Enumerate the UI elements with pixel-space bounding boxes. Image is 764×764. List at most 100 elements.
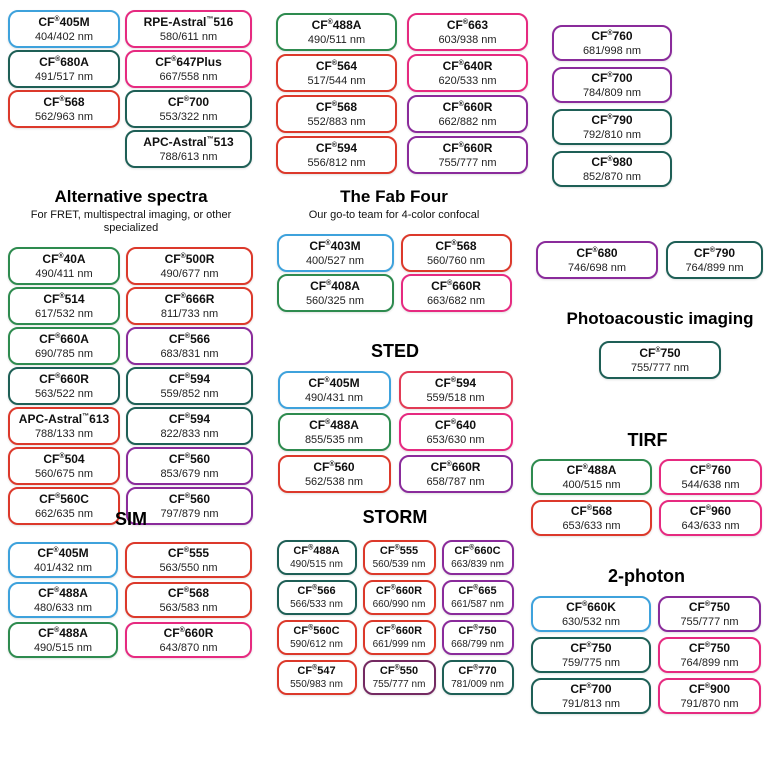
- dye-ex-em: 630/532 nm: [561, 616, 621, 628]
- dye-name: CF®566: [168, 332, 211, 346]
- dye-name: CF®660R: [431, 279, 481, 293]
- dye-name: CF®403M: [309, 239, 361, 253]
- dye-name: CF®660K: [566, 600, 616, 614]
- dye-name: CF®488A: [566, 463, 617, 477]
- dye-ex-em: 491/517 nm: [34, 71, 94, 83]
- dye-name: CF®488A: [309, 418, 359, 432]
- dye-ex-em: 566/533 nm: [290, 599, 343, 610]
- dye-name: CF®550: [379, 664, 419, 677]
- dye-ex-em: 490/515 nm: [290, 559, 343, 570]
- dye-name: CF®405M: [308, 376, 360, 390]
- section-title-tirf: TIRF: [627, 430, 668, 450]
- dye-name: CF®560: [313, 460, 355, 474]
- dye-pill-cf660r: CF®660R 755/777 nm: [407, 136, 528, 174]
- dye-ex-em: 822/833 nm: [160, 428, 219, 440]
- dye-ex-em: 552/883 nm: [307, 116, 366, 128]
- dye-name: CF®500R: [164, 252, 215, 266]
- dye-name: CF®790: [693, 246, 736, 260]
- dye-name: CF®980: [591, 155, 633, 169]
- dye-ex-em: 663/839 nm: [451, 559, 504, 570]
- dye-ex-em: 544/638 nm: [681, 479, 740, 491]
- dye-name: CF®40A: [42, 252, 86, 266]
- dye-name: CF®647Plus: [155, 55, 222, 69]
- section-title-fab-four: The Fab Four: [340, 187, 448, 206]
- dye-name: CF®504: [43, 452, 85, 466]
- dye-ex-em: 755/777 nm: [438, 157, 497, 169]
- pill-column: CF®790 764/899 nm: [666, 241, 763, 279]
- dye-name: CF®547: [297, 664, 336, 677]
- section-subtitle-fab-four: Our go-to team for 4-color confocal: [308, 209, 480, 221]
- dye-ex-em: 560/760 nm: [426, 255, 486, 267]
- dye-name: CF®640: [434, 418, 477, 432]
- dye-ex-em: 788/133 nm: [34, 428, 94, 440]
- dye-name: CF®660R: [39, 372, 89, 386]
- dye-ex-em: 559/852 nm: [160, 388, 219, 400]
- dye-ex-em: 553/322 nm: [159, 111, 218, 123]
- dye-name: CF®660R: [375, 584, 423, 597]
- dye-ex-em: 683/831 nm: [160, 348, 219, 360]
- dye-ex-em: 667/558 nm: [159, 71, 218, 83]
- dye-name: CF®660R: [375, 624, 423, 637]
- dye-name: CF®488A: [311, 18, 362, 32]
- dye-name: CF®660R: [442, 141, 493, 155]
- dye-name: CF®488A: [38, 586, 88, 600]
- dye-name: CF®560: [168, 452, 211, 466]
- dye-ex-em: 764/899 nm: [685, 262, 744, 274]
- dye-ex-em: 559/518 nm: [426, 392, 485, 404]
- dye-ex-em: 603/938 nm: [438, 34, 497, 46]
- dye-ex-em: 759/775 nm: [561, 657, 621, 669]
- dye-ex-em: 852/870 nm: [582, 171, 642, 183]
- dye-ex-em: 784/809 nm: [582, 87, 642, 99]
- dye-ex-em: 620/533 nm: [438, 75, 497, 87]
- dye-ex-em: 661/587 nm: [451, 599, 504, 610]
- dye-name: CF®700: [167, 95, 210, 109]
- dye-name: CF®568: [315, 100, 358, 114]
- dye-ex-em: 797/879 nm: [160, 508, 219, 520]
- dye-pill-cf790: CF®790 764/899 nm: [666, 241, 763, 279]
- dye-name: CF®680: [576, 246, 618, 260]
- dye-ex-em: 653/630 nm: [426, 434, 485, 446]
